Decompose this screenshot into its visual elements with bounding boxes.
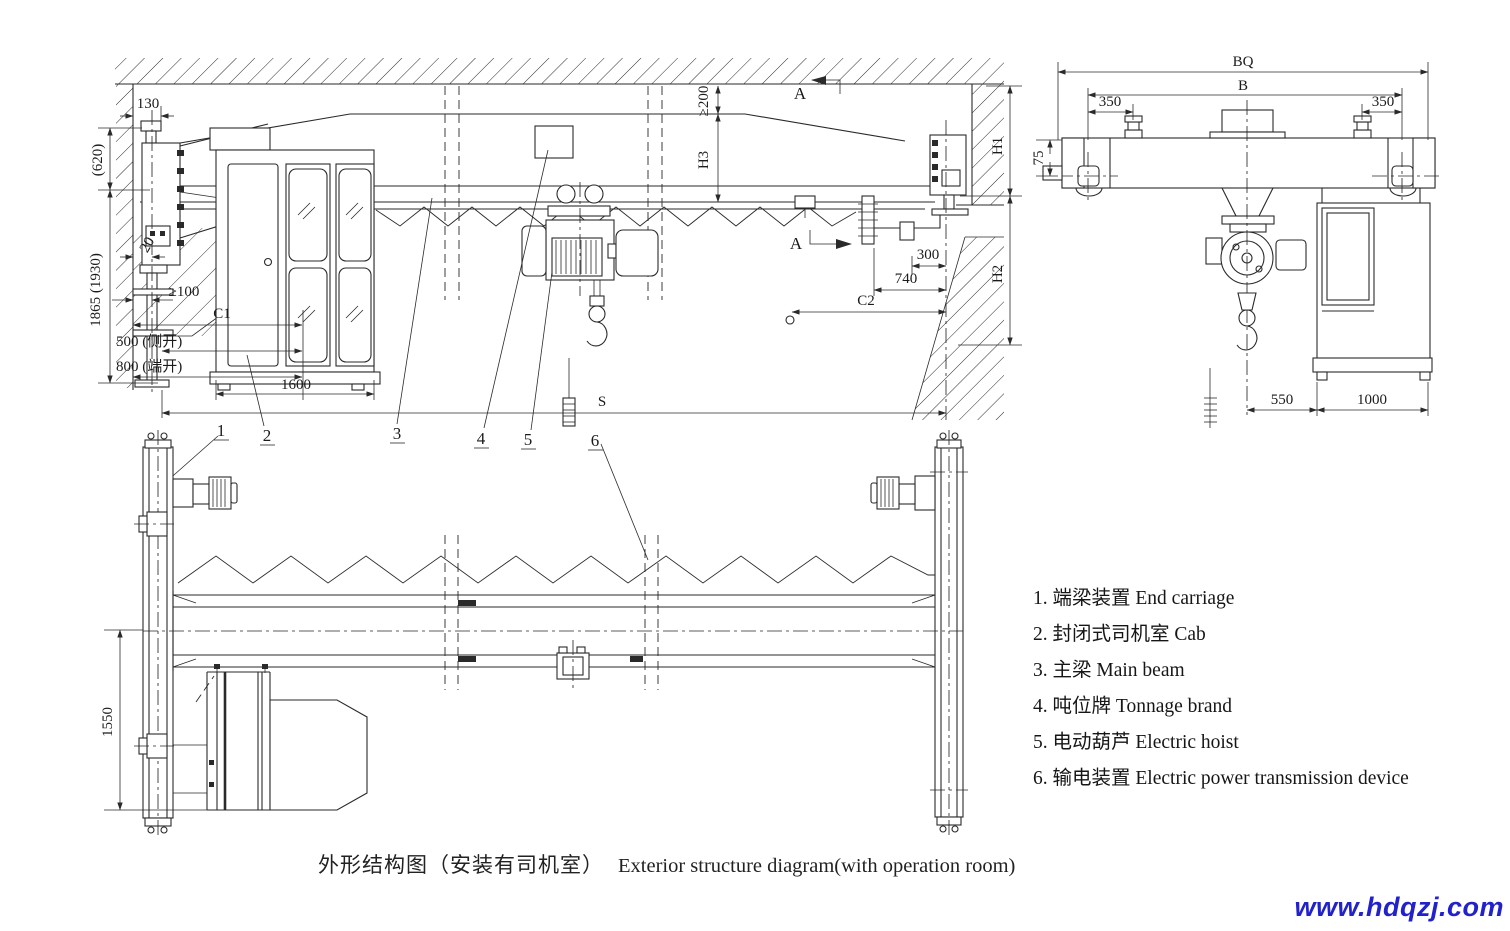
legend-en: Electric hoist (1135, 732, 1239, 753)
dim-300: 300 (917, 247, 940, 263)
end-carriage-plan-right (870, 430, 968, 835)
festoon-side (1204, 368, 1217, 428)
parts-legend: 1. 端梁装置 End carriage 2. 封闭式司机室 Cab 3. 主梁… (1033, 581, 1409, 797)
legend-item-electric-hoist: 5. 电动葫芦 Electric hoist (1033, 725, 1409, 761)
legend-zh: 1. 端梁装置 (1033, 588, 1131, 609)
end-carriage-plan-left (134, 430, 238, 836)
legend-en: Electric power transmission device (1135, 768, 1409, 789)
front-dimensions: 130 (620) 1865 (1930) 20 ≥100 C1 500 (侧开… (88, 76, 1022, 418)
dim-h1: H1 (990, 137, 1006, 155)
legend-item-cab: 2. 封闭式司机室 Cab (1033, 617, 1409, 653)
dim-350-right: 350 (1372, 94, 1395, 110)
dim-1600: 1600 (281, 377, 311, 393)
legend-item-main-beam: 3. 主梁 Main beam (1033, 653, 1409, 689)
legend-zh: 4. 吨位牌 (1033, 696, 1112, 717)
caption-english: Exterior structure diagram(with operatio… (618, 855, 1016, 877)
section-a-marker-top: A (794, 76, 841, 103)
part-label-5: 5 (524, 430, 533, 449)
main-beam-plan (143, 535, 963, 692)
dim-350-left: 350 (1099, 94, 1122, 110)
dim-550: 550 (1271, 392, 1294, 408)
part-label-6: 6 (591, 431, 600, 450)
part-label-3: 3 (393, 424, 402, 443)
legend-zh: 5. 电动葫芦 (1033, 732, 1131, 753)
dim-b: B (1238, 78, 1248, 94)
legend-item-tonnage-brand: 4. 吨位牌 Tonnage brand (1033, 689, 1409, 725)
front-view (132, 86, 969, 427)
electric-hoist-front (521, 182, 659, 296)
dim-130: 130 (137, 96, 160, 112)
end-carriage-side (1042, 109, 1440, 202)
electric-hoist-side (1205, 100, 1307, 415)
dim-1550: 1550 (100, 707, 116, 737)
dim-bq: BQ (1233, 54, 1254, 70)
part-label-1: 1 (217, 421, 226, 440)
hook-front (586, 295, 608, 347)
dim-h2: H2 (990, 265, 1006, 283)
legend-en: End carriage (1135, 588, 1235, 609)
legend-zh: 3. 主梁 (1033, 660, 1092, 681)
side-view (1042, 100, 1440, 428)
legend-en: Main beam (1096, 660, 1185, 681)
side-dimensions: BQ B 350 350 75 550 1000 (1031, 54, 1429, 416)
tonnage-brand (534, 125, 574, 159)
dim-620: (620) (90, 144, 106, 177)
legend-en: Tonnage brand (1115, 696, 1233, 717)
dim-h3: H3 (696, 151, 712, 169)
drawing-caption: 外形结构图（安装有司机室） Exterior structure diagram(… (318, 849, 1015, 879)
power-feed-column (562, 195, 908, 427)
ceiling-hatch (115, 58, 1004, 85)
legend-item-end-carriage: 1. 端梁装置 End carriage (1033, 581, 1409, 617)
dim-500: 500 (侧开) (116, 333, 182, 350)
dim-20: 20 (137, 235, 158, 256)
caption-chinese: 外形结构图（安装有司机室） (318, 853, 604, 877)
legend-item-power-device: 6. 输电装置 Electric power transmission devi… (1033, 761, 1409, 797)
cab-plan (173, 664, 368, 811)
section-a-marker-bottom: A (790, 230, 852, 253)
legend-en: Cab (1174, 624, 1206, 645)
section-a-top-label: A (794, 84, 807, 103)
dim-c1: C1 (213, 306, 231, 322)
dim-800: 800 (端开) (116, 358, 182, 375)
legend-zh: 2. 封闭式司机室 (1033, 624, 1170, 645)
dim-740: 740 (895, 271, 918, 287)
plan-view: 1550 (100, 430, 968, 836)
dim-1000: 1000 (1357, 392, 1387, 408)
section-cut-lines-front (444, 86, 663, 300)
dim-ge200: ≥200 (696, 86, 712, 117)
dim-c2: C2 (857, 293, 875, 309)
section-a-bottom-label: A (790, 234, 803, 253)
dim-75: 75 (1031, 151, 1047, 166)
right-wall-hatch (911, 84, 1004, 421)
part-label-4: 4 (477, 429, 486, 448)
part-labels: 1 2 3 4 5 6 (165, 149, 649, 561)
dim-1865: 1865 (1930) (88, 253, 104, 327)
glass-marks (297, 202, 364, 323)
cab-side (1312, 188, 1433, 381)
legend-zh: 6. 输电装置 (1033, 768, 1131, 789)
part-label-2: 2 (263, 426, 272, 445)
hoist-trolley-plan (556, 640, 590, 692)
festoon-wire-plan (177, 555, 935, 584)
dim-s: S (598, 394, 606, 410)
festoon-wire-front (375, 206, 857, 227)
website-watermark: www.hdqzj.com (1294, 892, 1504, 922)
plan-dimensions: 1550 (100, 629, 207, 811)
dim-ge100: ≥100 (169, 284, 200, 300)
end-carriage-front-right (899, 120, 969, 420)
cab-front (209, 127, 381, 391)
